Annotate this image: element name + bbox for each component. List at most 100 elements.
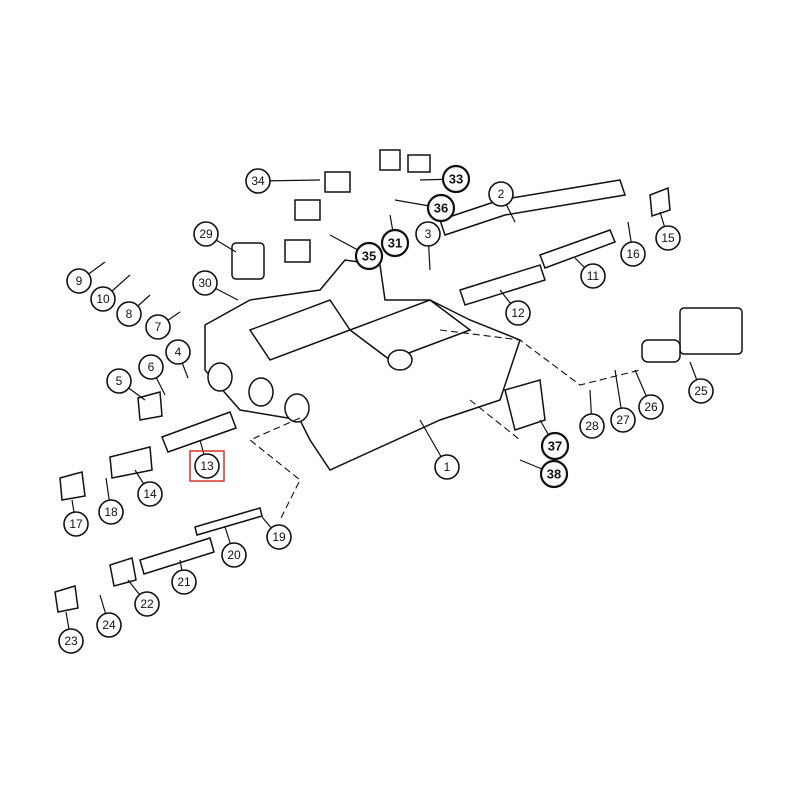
callout-circle [380, 228, 410, 258]
callout-label: 38 [547, 467, 561, 482]
callout-circle [434, 454, 460, 480]
callout-circle [171, 569, 197, 595]
callout-31: 31 [380, 214, 410, 258]
callout-circle [488, 181, 514, 207]
callout-circle [266, 524, 292, 550]
callout-label: 4 [175, 345, 182, 359]
callout-38: 38 [519, 459, 569, 489]
callout-circle [354, 241, 384, 271]
callout-label: 9 [76, 274, 83, 288]
callout-circle [638, 394, 664, 420]
callout-circle [580, 263, 606, 289]
callout-label: 36 [434, 201, 448, 216]
callout-18: 18 [98, 477, 124, 525]
callout-9: 9 [66, 261, 106, 294]
callout-label: 16 [626, 247, 640, 261]
callout-circle [539, 459, 569, 489]
callout-circle [134, 591, 160, 617]
callout-5: 5 [106, 368, 146, 401]
callout-label: 17 [69, 517, 83, 531]
callout-label: 23 [64, 634, 78, 648]
callout-16: 16 [620, 221, 646, 267]
callout-22: 22 [127, 579, 160, 617]
callout-label: 18 [104, 505, 118, 519]
callout-circle [66, 268, 92, 294]
callout-20: 20 [221, 526, 247, 568]
callout-circle [98, 499, 124, 525]
callout-layer: 1234567891011121314151617181920212223242… [58, 164, 714, 654]
callout-circle [58, 628, 84, 654]
valve-body [204, 259, 521, 471]
callout-label: 37 [548, 439, 562, 454]
callout-label: 31 [388, 236, 402, 251]
callout-circle [221, 542, 247, 568]
callout-circle [579, 413, 605, 439]
callout-19: 19 [261, 516, 292, 550]
callout-label: 33 [449, 172, 463, 187]
callout-10: 10 [90, 274, 131, 312]
callout-label: 8 [126, 307, 133, 321]
callout-circle [655, 225, 681, 251]
callout-label: 25 [694, 384, 708, 398]
callout-27: 27 [610, 369, 636, 433]
callout-label: 20 [227, 548, 241, 562]
callout-circle [192, 270, 218, 296]
callout-circle [145, 314, 171, 340]
callout-circle [688, 378, 714, 404]
callout-circle [245, 168, 271, 194]
callout-label: 26 [644, 400, 658, 414]
callout-6: 6 [138, 354, 166, 396]
callout-33: 33 [419, 164, 471, 194]
callout-label: 34 [251, 174, 265, 188]
callout-25: 25 [688, 361, 714, 404]
callout-23: 23 [58, 611, 84, 654]
callout-circle [441, 164, 471, 194]
callout-28: 28 [579, 389, 605, 439]
callout-36: 36 [394, 193, 456, 223]
callout-circle [415, 221, 441, 247]
callout-3: 3 [415, 221, 441, 271]
callout-8: 8 [116, 294, 151, 327]
callout-circle [137, 481, 163, 507]
callout-circle [165, 339, 191, 365]
callout-label: 6 [148, 360, 155, 374]
callout-24: 24 [96, 594, 122, 638]
callout-26: 26 [634, 369, 664, 420]
callout-circle [138, 354, 164, 380]
callout-7: 7 [145, 311, 181, 340]
callout-29: 29 [193, 221, 237, 253]
callout-34: 34 [245, 168, 321, 194]
callout-37: 37 [539, 419, 570, 461]
callout-label: 1 [444, 460, 451, 474]
components [54, 149, 743, 613]
callout-11: 11 [574, 257, 606, 289]
callout-label: 22 [140, 597, 154, 611]
callout-35: 35 [329, 234, 384, 271]
callout-label: 5 [116, 374, 123, 388]
callout-circle [193, 221, 219, 247]
callout-label: 28 [585, 419, 599, 433]
callout-label: 12 [511, 306, 525, 320]
callout-label: 3 [425, 227, 432, 241]
callout-circle [540, 431, 570, 461]
highlight-box [189, 450, 225, 482]
callout-circle [63, 511, 89, 537]
callout-circle [505, 300, 531, 326]
callout-4: 4 [165, 339, 191, 379]
callout-label: 29 [199, 227, 213, 241]
callout-2: 2 [488, 181, 516, 223]
callout-label: 7 [155, 320, 162, 334]
callout-label: 15 [661, 231, 675, 245]
callout-17: 17 [63, 499, 89, 537]
callout-label: 35 [362, 249, 376, 264]
callout-label: 21 [177, 575, 191, 589]
callout-label: 2 [498, 187, 505, 201]
callout-circle [106, 368, 132, 394]
callout-30: 30 [192, 270, 239, 301]
callout-circle [90, 286, 116, 312]
callout-circle [620, 241, 646, 267]
callout-21: 21 [171, 559, 197, 595]
callout-circle [194, 453, 220, 479]
